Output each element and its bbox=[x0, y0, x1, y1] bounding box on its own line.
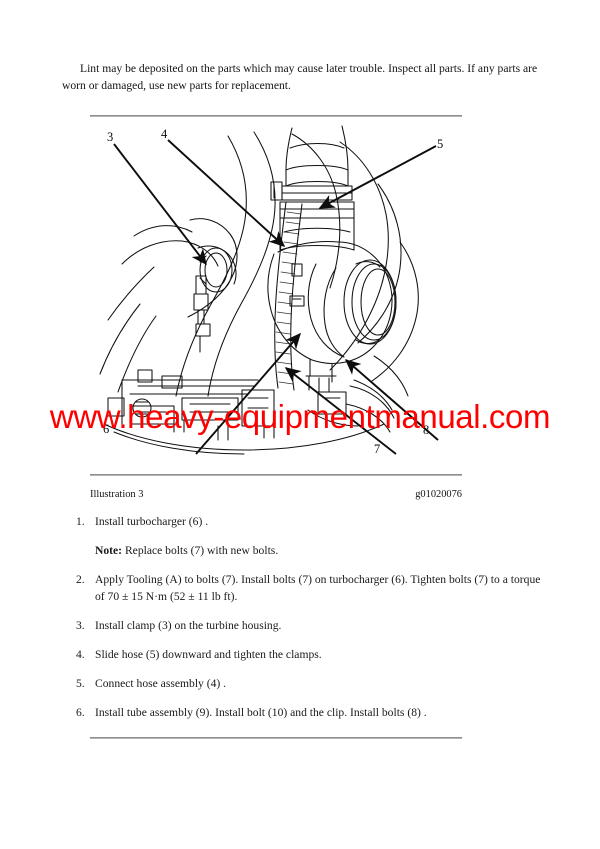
step-text: Install tube assembly (9). Install bolt … bbox=[95, 705, 427, 719]
step-number: 6. bbox=[76, 705, 85, 719]
step-number: 2. bbox=[76, 573, 85, 586]
divider-below-illustration bbox=[90, 474, 462, 476]
step-number: 1. bbox=[76, 515, 85, 528]
illustration-caption-row: Illustration 3 g01020076 bbox=[90, 489, 462, 500]
step-text: Install turbocharger (6) . bbox=[95, 515, 209, 528]
step-number: 4. bbox=[76, 647, 85, 661]
procedure-steps: 1. Install turbocharger (6) . Note: Repl… bbox=[76, 514, 546, 734]
intro-paragraph: Lint may be deposited on the parts which… bbox=[62, 61, 538, 92]
divider-page-footer bbox=[90, 737, 462, 739]
procedure-note: Note: Replace bolts (7) with new bolts. bbox=[95, 543, 546, 560]
illustration-caption: Illustration 3 bbox=[90, 489, 144, 500]
procedure-step-6: 6. Install tube assembly (9). Install bo… bbox=[76, 705, 546, 722]
callout-label-7: 7 bbox=[374, 442, 381, 456]
procedure-step-1: 1. Install turbocharger (6) . bbox=[76, 514, 546, 531]
step-text: Install clamp (3) on the turbine housing… bbox=[95, 618, 282, 632]
step-number: 5. bbox=[76, 676, 85, 690]
step-number: 3. bbox=[76, 618, 85, 632]
step-text: Apply Tooling (A) to bolts (7). Install … bbox=[95, 573, 541, 603]
callout-label-4: 4 bbox=[161, 127, 168, 141]
callout-label-3: 3 bbox=[107, 130, 114, 144]
note-label: Note: bbox=[95, 544, 123, 557]
callout-leader-lines bbox=[113, 139, 439, 455]
illustration-graphic-id: g01020076 bbox=[415, 489, 462, 500]
divider-above-illustration bbox=[90, 115, 462, 117]
procedure-step-3: 3. Install clamp (3) on the turbine hous… bbox=[76, 618, 546, 635]
procedure-step-2: 2. Apply Tooling (A) to bolts (7). Insta… bbox=[76, 572, 546, 605]
step-text: Slide hose (5) downward and tighten the … bbox=[95, 647, 322, 661]
callout-label-8: 8 bbox=[423, 423, 430, 437]
callout-label-6: 6 bbox=[103, 422, 110, 436]
illustration-figure bbox=[78, 124, 478, 464]
callout-label-5: 5 bbox=[437, 137, 444, 151]
procedure-step-4: 4. Slide hose (5) downward and tighten t… bbox=[76, 647, 546, 664]
step-text: Connect hose assembly (4) . bbox=[95, 676, 227, 690]
procedure-step-5: 5. Connect hose assembly (4) . bbox=[76, 676, 546, 693]
note-text: Replace bolts (7) with new bolts. bbox=[122, 544, 279, 557]
turbocharger-line-drawing bbox=[99, 125, 439, 455]
